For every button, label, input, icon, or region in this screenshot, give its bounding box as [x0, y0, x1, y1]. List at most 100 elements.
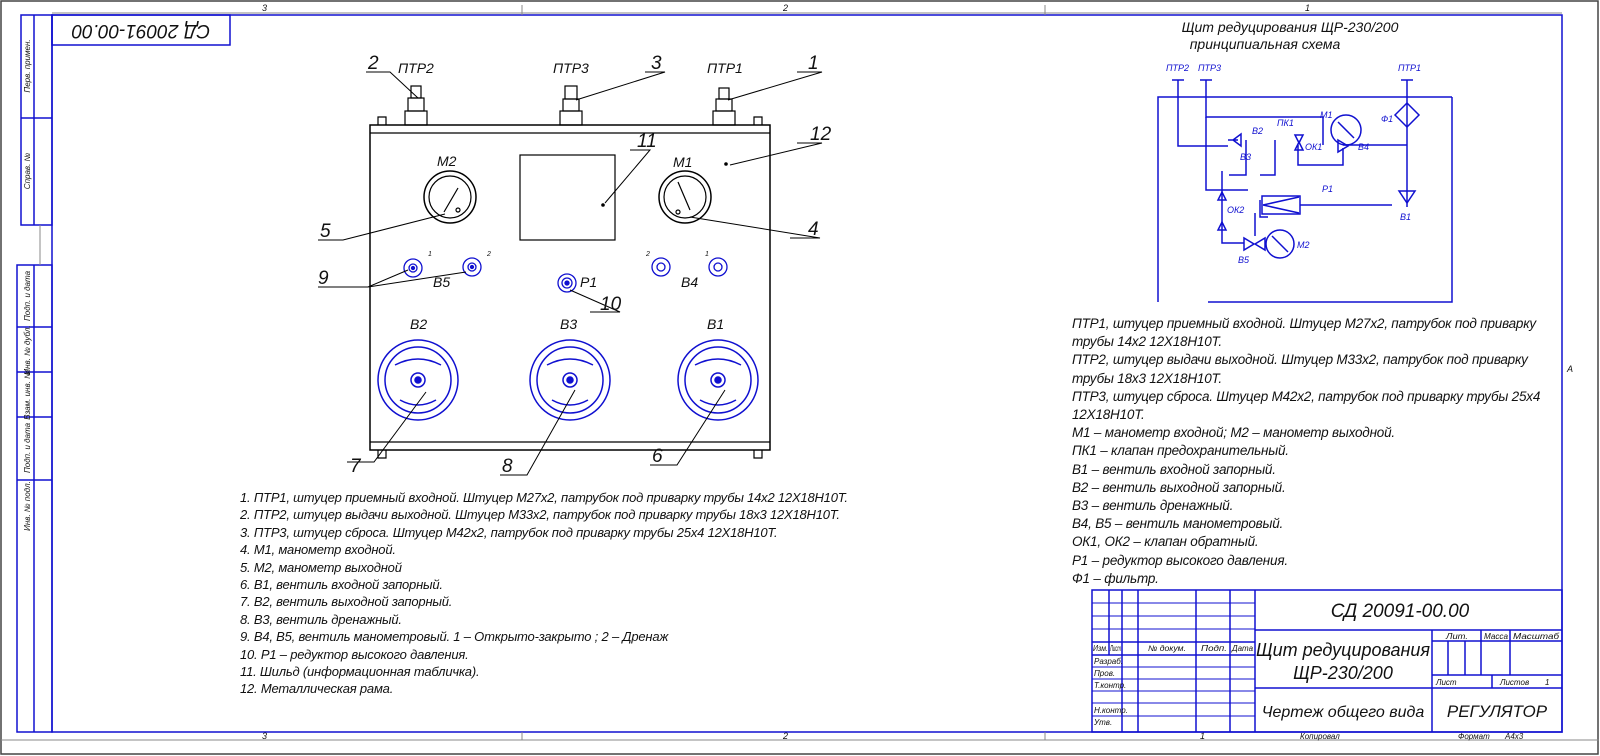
callout-10: 10	[600, 294, 622, 315]
note: М1 – манометр входной; М2 – манометр вых…	[1072, 425, 1395, 441]
notes-right: ПТР1, штуцер приемный входной. Штуцер М2…	[1072, 315, 1540, 588]
valve-pos-1: 1	[428, 251, 432, 258]
callout-2: 2	[367, 53, 379, 74]
callout-4: 4	[808, 219, 819, 240]
sch-ok1: ОК1	[1305, 142, 1322, 152]
note: В1 – вентиль входной запорный.	[1072, 461, 1276, 477]
zone-bottom-3: 3	[262, 731, 267, 741]
gauge-m2-icon	[423, 170, 477, 224]
callout-6: 6	[652, 446, 663, 467]
note: 11. Шильд (информационная табличка).	[240, 664, 480, 680]
callout-9: 9	[318, 268, 329, 289]
note: 9. В4, В5, вентиль манометровый. 1 – Отк…	[240, 629, 669, 645]
label-ptr1: ПТР1	[707, 60, 743, 76]
panel-drawing	[369, 85, 771, 459]
notes-left: 1. ПТР1, штуцер приемный входной. Штуцер…	[240, 489, 848, 698]
callout-12: 12	[810, 124, 832, 145]
callout-5: 5	[320, 221, 331, 242]
tb-lit: Лит.	[1445, 632, 1468, 641]
callout-3: 3	[651, 53, 662, 74]
handwheel-b3-icon	[529, 339, 611, 421]
tb-h-podp: Подп.	[1201, 644, 1227, 653]
note: 4. М1, манометр входной.	[240, 542, 396, 558]
label-m2: М2	[437, 153, 457, 169]
sch-ptr2: ПТР2	[1166, 63, 1189, 73]
schematic-title: Щит редуцирования ЩР-230/200	[1182, 19, 1399, 35]
stamp-inv-podl: Инв. № подл.	[23, 481, 32, 531]
sch-ptr3: ПТР3	[1198, 63, 1221, 73]
sch-m2: М2	[1297, 240, 1310, 250]
label-b5: В5	[433, 274, 450, 290]
sch-ptr1: ПТР1	[1398, 63, 1421, 73]
label-b3: В3	[560, 316, 577, 332]
schematic-subtitle: принципиальная схема	[1190, 36, 1341, 52]
sch-b2: В2	[1252, 126, 1263, 136]
tb-format: А4х3	[1504, 732, 1524, 741]
valve-b5-2-icon	[462, 257, 482, 277]
label-b1: В1	[707, 316, 724, 332]
note: В3 – вентиль дренажный.	[1072, 498, 1234, 514]
tb-org: РЕГУЛЯТОР	[1447, 702, 1548, 721]
note: Р1 – редуктор высокого давления.	[1072, 552, 1288, 568]
valve-pos-2: 2	[486, 251, 491, 258]
sch-b5: В5	[1238, 255, 1250, 265]
sch-pk1: ПК1	[1277, 118, 1294, 128]
zone-side-a: A	[1566, 364, 1573, 374]
zone-top-2: 2	[782, 3, 788, 13]
tb-copied: Копировал	[1300, 732, 1340, 741]
reducer-p1-icon	[557, 273, 577, 293]
fitting-ptr2	[404, 85, 428, 126]
valve-b5-1-icon	[403, 258, 423, 278]
tb-mass: Масса	[1484, 632, 1509, 641]
note: В2 – вентиль выходной запорный.	[1072, 479, 1286, 495]
note: Ф1 – фильтр.	[1072, 570, 1159, 586]
nameplate	[519, 154, 616, 241]
stamp-podp-data-1: Подп. и дата	[23, 270, 32, 321]
tb-sheets-value: 1	[1545, 678, 1549, 687]
label-ptr2: ПТР2	[398, 60, 434, 76]
tb-scale: Масштаб	[1513, 632, 1560, 641]
tb-role-nkontr: Н.контр.	[1094, 706, 1128, 715]
zone-bottom-1: 1	[1200, 731, 1205, 741]
note: 7. В2, вентиль выходной запорный.	[240, 594, 453, 610]
callout-7: 7	[350, 456, 362, 477]
label-ptr3: ПТР3	[553, 60, 589, 76]
tb-h-list: Лист	[1109, 644, 1121, 653]
label-b2: В2	[410, 316, 427, 332]
zone-top-3: 3	[262, 3, 267, 13]
sch-b3: В3	[1240, 152, 1251, 162]
label-m1: М1	[673, 154, 692, 170]
valve-b4-2-icon	[651, 257, 671, 277]
note: ПК1 – клапан предохранительный.	[1072, 443, 1289, 459]
tb-role-prov: Пров.	[1094, 669, 1115, 678]
valve-pos-1b: 1	[705, 251, 709, 258]
sch-f1: Ф1	[1381, 114, 1393, 124]
note: ПТР2, штуцер выдачи выходной. Штуцер М33…	[1072, 352, 1528, 368]
tb-h-doc: № докум.	[1148, 644, 1186, 653]
tb-doc-type: Чертеж общего вида	[1262, 704, 1425, 721]
zone-top-1: 1	[1305, 3, 1310, 13]
note: 6. В1, вентиль входной запорный.	[240, 577, 443, 593]
tb-role-utv: Утв.	[1093, 718, 1112, 727]
tb-code: СД 20091-00.00	[1331, 601, 1470, 622]
handwheel-b1-icon	[677, 339, 759, 421]
sch-b1: В1	[1400, 212, 1411, 222]
tb-role-tkontr: Т.контр.	[1094, 681, 1126, 690]
note: В4, В5 – вентиль манометровый.	[1072, 516, 1284, 532]
callout-8: 8	[502, 456, 513, 477]
stamp-perv-primen: Перв. примен.	[23, 39, 32, 92]
tb-h-izm: Изм.	[1093, 644, 1108, 653]
zone-bottom-2: 2	[782, 731, 788, 741]
tb-h-date: Дата	[1231, 644, 1254, 653]
note: ПТР3, штуцер сброса. Штуцер М42х2, патру…	[1072, 388, 1541, 404]
stamp-inv-dubl: Инв. № дубл.	[23, 325, 32, 374]
note: 12Х18Н10Т.	[1072, 407, 1145, 423]
fitting-ptr1	[712, 87, 736, 126]
note: 5. М2, манометр выходной	[240, 559, 402, 575]
note: 3. ПТР3, штуцер сброса. Штуцер М42х2, па…	[240, 524, 778, 540]
valve-pos-2b: 2	[645, 251, 650, 258]
stamp-vzam-inv: Взам. инв. №	[23, 370, 32, 420]
schematic-diagram	[1157, 79, 1453, 303]
note: ОК1, ОК2 – клапан обратный.	[1072, 534, 1259, 550]
